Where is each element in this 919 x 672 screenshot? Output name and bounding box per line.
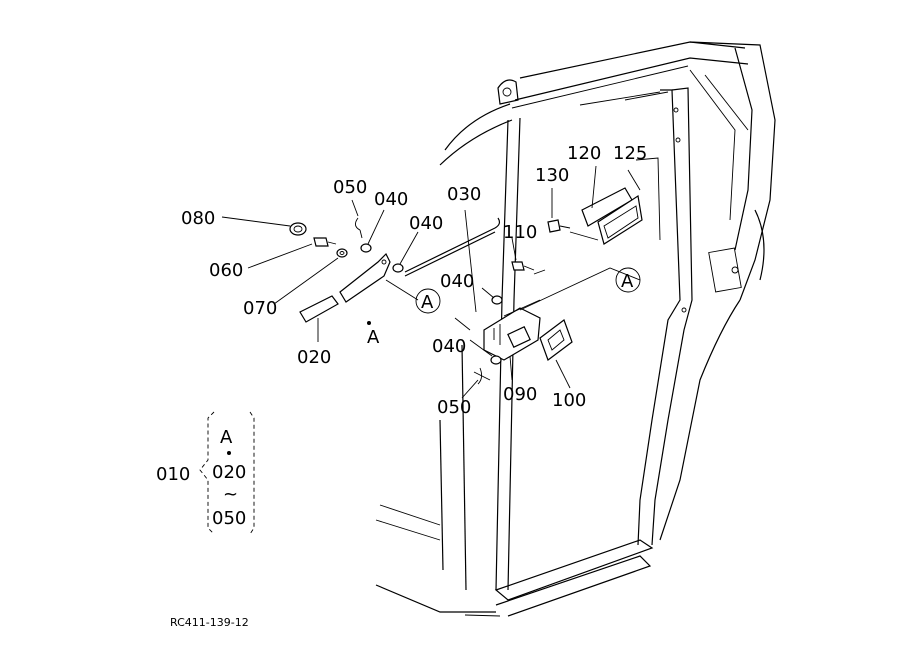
callout-050-bottom: 050 [437,397,471,418]
callout-090: 090 [503,384,537,405]
callout-130: 130 [535,165,569,186]
callout-030: 030 [447,184,481,205]
handle-100 [539,319,573,361]
callout-125: 125 [613,143,647,164]
washer-040c [491,295,503,305]
lever-assembly [289,217,501,325]
callout-020: 020 [297,347,331,368]
ref-dot-a1 [367,321,371,325]
washer-040a [360,243,372,253]
marker-a-circled-right: A [621,271,634,292]
bolt-110 [511,261,525,271]
latch-assembly [473,261,641,385]
washer-040d [490,355,502,365]
callout-070: 070 [243,298,277,319]
legend-range-start: 020 [212,462,246,483]
callouts: 080 060 070 020 050 040 040 030 110 040 … [181,143,647,418]
reference-markers: A A A [367,267,641,348]
callout-040-b: 040 [409,213,443,234]
reference-code: RC411-139-12 [170,616,249,629]
washer-040b [392,263,404,273]
legend-range-tilde: ~ [223,484,238,505]
callout-060: 060 [209,260,243,281]
bolt-130 [547,219,561,233]
pad-020 [299,295,339,323]
rod-030 [404,217,501,273]
assembly-legend: 010 A 020 ~ 050 [156,411,255,535]
marker-a-plain: A [367,327,380,348]
clip-050b [473,367,491,385]
callout-100: 100 [552,390,586,411]
legend-code: 010 [156,464,190,485]
callout-120: 120 [567,143,601,164]
callout-080: 080 [181,208,215,229]
callout-040-a: 040 [374,189,408,210]
cap-080 [289,222,307,236]
callout-110: 110 [503,222,537,243]
legend-range-end: 050 [212,508,246,529]
clip-050a [355,217,363,239]
leader-lines [221,165,641,399]
cab-frame [375,41,776,617]
striker-assembly [547,187,643,245]
pad-125 [597,194,643,245]
legend-dot [227,451,231,455]
callout-040-c: 040 [440,271,474,292]
legend-top: A [220,427,233,448]
lever-plate [339,252,391,303]
washer-070 [336,248,348,258]
marker-a-circled-left: A [421,292,434,313]
bolt-060 [313,237,329,247]
callout-040-d: 040 [432,336,466,357]
callout-050-top: 050 [333,177,367,198]
